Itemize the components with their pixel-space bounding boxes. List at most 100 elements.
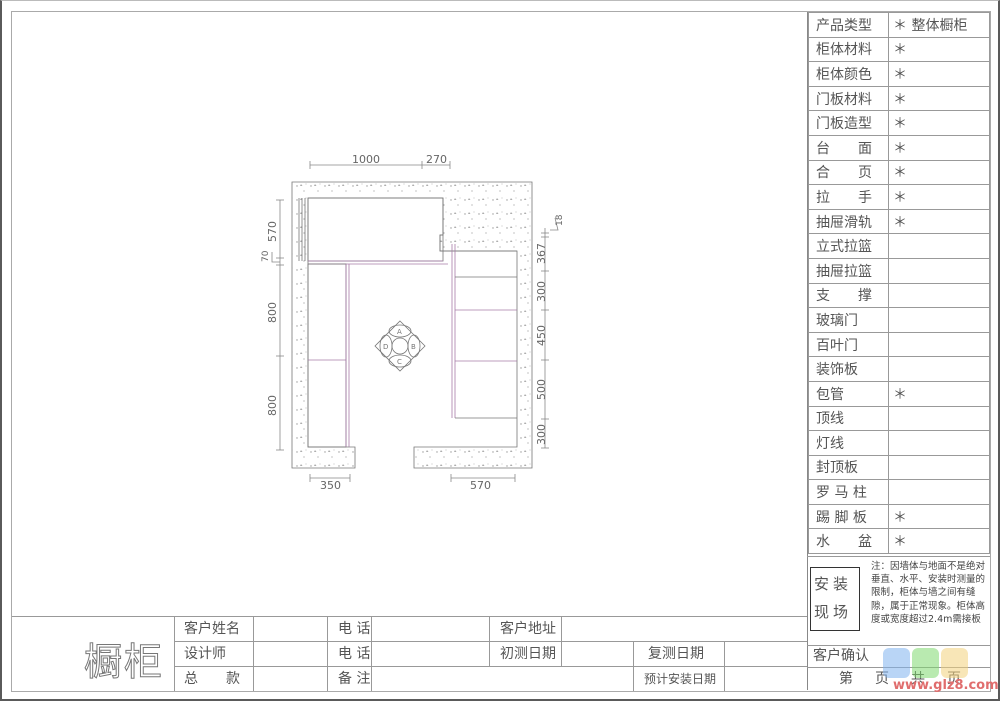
re-measure-field[interactable]: [725, 642, 807, 667]
spec-row: 顶线: [808, 405, 990, 432]
page-inner-border: [11, 11, 991, 692]
spec-label: 包管: [808, 380, 889, 407]
install-section: 安装 现场 注：因墙体与地面不是绝对垂直、水平、安装时测量的限制，柜体与墙之间有…: [807, 556, 990, 646]
spec-row: 台 面＊: [808, 134, 990, 161]
spec-label: 支 撑: [808, 282, 889, 309]
total-field[interactable]: [254, 667, 328, 691]
spec-label: 门板造型: [808, 110, 889, 136]
first-measure-field[interactable]: [562, 642, 634, 667]
spec-row: 门板造型＊: [808, 110, 990, 136]
svg-text:D: D: [383, 343, 388, 351]
spec-value[interactable]: [888, 307, 990, 333]
watermark-block-yellow: [941, 648, 968, 678]
spec-value[interactable]: [888, 430, 990, 456]
spec-label: 柜体颜色: [808, 61, 889, 87]
spec-value[interactable]: ＊: [888, 110, 990, 136]
remark-label: 备 注: [328, 667, 372, 691]
svg-text:800: 800: [266, 302, 279, 323]
customer-name-label: 客户姓名: [174, 617, 254, 642]
spec-row: 抽屉拉篮: [808, 257, 990, 284]
designer-field[interactable]: [254, 642, 328, 667]
install-note: 注：因墙体与地面不是绝对垂直、水平、安装时测量的限制，柜体与墙之间有缝隙，属于正…: [871, 561, 986, 625]
spec-label: 立式拉篮: [808, 233, 889, 259]
spec-row: 产品类型＊ 整体橱柜: [808, 12, 990, 38]
spec-value[interactable]: ＊: [888, 36, 990, 63]
spec-value[interactable]: ＊: [888, 61, 990, 87]
spec-value[interactable]: [888, 282, 990, 309]
spec-label: 顶线: [808, 405, 889, 432]
spec-value[interactable]: [888, 356, 990, 382]
spec-value[interactable]: [888, 331, 990, 358]
svg-text:570: 570: [266, 221, 279, 242]
table-symbol: [374, 320, 426, 372]
spec-label: 台 面: [808, 134, 889, 161]
spec-label: 玻璃门: [808, 307, 889, 333]
spec-value[interactable]: ＊: [888, 134, 990, 161]
first-measure-label: 初测日期: [490, 642, 562, 667]
spec-row: 灯线: [808, 430, 990, 456]
spec-value[interactable]: [888, 454, 990, 481]
spec-value[interactable]: ＊: [888, 208, 990, 235]
remark-field[interactable]: [372, 667, 634, 691]
svg-text:18: 18: [555, 214, 565, 226]
spec-table: 产品类型＊ 整体橱柜柜体材料＊柜体颜色＊门板材料＊门板造型＊台 面＊合 页＊拉 …: [807, 12, 991, 690]
spec-label: 装饰板: [808, 356, 889, 382]
spec-row: 百叶门: [808, 331, 990, 358]
watermark-block-green: [912, 648, 939, 678]
svg-text:450: 450: [535, 325, 548, 346]
phone2-label: 电 话: [328, 642, 372, 667]
spec-value[interactable]: ＊: [888, 184, 990, 210]
spec-label: 抽屉拉篮: [808, 257, 889, 284]
spec-label: 拉 手: [808, 184, 889, 210]
spec-row: 拉 手＊: [808, 184, 990, 210]
spec-value[interactable]: ＊ 整体橱柜: [888, 12, 990, 38]
spec-label: 踢 脚 板: [808, 503, 889, 530]
install-site-box: 安装 现场: [810, 567, 860, 631]
spec-row: 罗 马 柱: [808, 479, 990, 505]
spec-label: 封顶板: [808, 454, 889, 481]
spec-value[interactable]: [888, 405, 990, 432]
svg-text:300: 300: [535, 281, 548, 302]
svg-text:270: 270: [426, 153, 447, 166]
spec-row: 封顶板: [808, 454, 990, 481]
watermark-url: www.glz8.com: [893, 678, 999, 693]
spec-row: 合 页＊: [808, 159, 990, 186]
svg-text:1000: 1000: [352, 153, 380, 166]
spec-row: 抽屉滑轨＊: [808, 208, 990, 235]
spec-row: 装饰板: [808, 356, 990, 382]
spec-value[interactable]: ＊: [888, 85, 990, 112]
planned-install-field[interactable]: [725, 667, 807, 691]
spec-value[interactable]: ＊: [888, 528, 990, 555]
spec-row: 柜体颜色＊: [808, 61, 990, 87]
watermark-block-blue: [883, 648, 910, 678]
watermark: www.glz8.com: [883, 648, 999, 698]
address-field[interactable]: [562, 617, 807, 642]
title-block: 橱柜 客户姓名 电 话 客户地址 设计师 电 话 初测日期 复测日期 总 款 备…: [12, 616, 807, 691]
spec-label: 合 页: [808, 159, 889, 186]
phone2-field[interactable]: [372, 642, 490, 667]
customer-name-field[interactable]: [254, 617, 328, 642]
spec-row: 玻璃门: [808, 307, 990, 333]
spec-row: 立式拉篮: [808, 233, 990, 259]
svg-text:C: C: [397, 358, 402, 366]
install-label-1: 安装: [814, 575, 853, 593]
spec-value[interactable]: ＊: [888, 380, 990, 407]
phone1-label: 电 话: [328, 617, 372, 642]
document-title-cell: 橱柜: [12, 617, 175, 691]
spec-value[interactable]: ＊: [888, 503, 990, 530]
spec-label: 灯线: [808, 430, 889, 456]
svg-text:70: 70: [261, 250, 271, 262]
spec-value[interactable]: [888, 257, 990, 284]
install-label-2: 现场: [814, 603, 853, 621]
spec-label: 罗 马 柱: [808, 479, 889, 505]
phone1-field[interactable]: [372, 617, 490, 642]
spec-value[interactable]: [888, 233, 990, 259]
spec-row: 门板材料＊: [808, 85, 990, 112]
spec-value[interactable]: [888, 479, 990, 505]
spec-value[interactable]: ＊: [888, 159, 990, 186]
document-title: 橱柜: [83, 640, 164, 685]
svg-text:800: 800: [266, 395, 279, 416]
spec-row: 支 撑: [808, 282, 990, 309]
svg-text:350: 350: [320, 479, 341, 490]
spec-label: 抽屉滑轨: [808, 208, 889, 235]
